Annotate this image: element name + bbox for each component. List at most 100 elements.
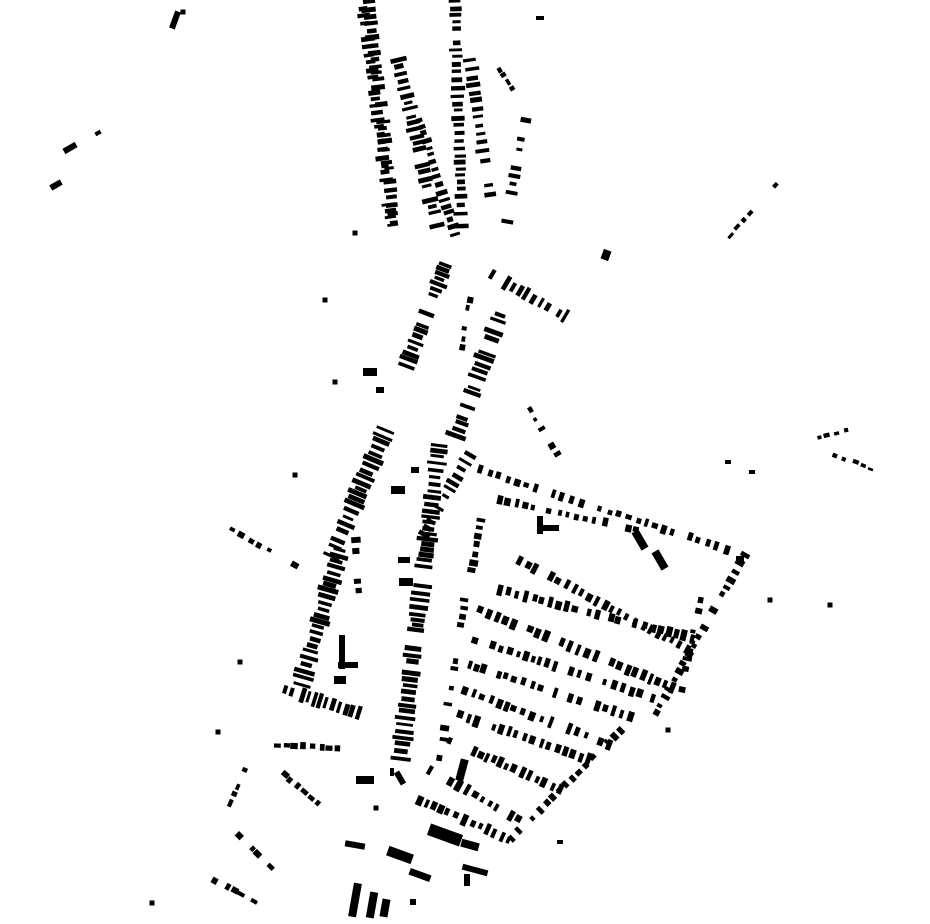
building	[546, 716, 555, 729]
building	[252, 848, 263, 859]
building	[445, 477, 460, 489]
building	[545, 507, 552, 515]
building	[330, 535, 346, 546]
building	[368, 64, 382, 70]
building	[646, 673, 655, 686]
building	[513, 813, 523, 824]
building	[431, 173, 441, 180]
building	[347, 493, 366, 505]
building	[451, 425, 467, 435]
building	[468, 559, 479, 567]
building	[565, 511, 570, 518]
building	[250, 897, 259, 905]
building	[419, 546, 435, 554]
building	[502, 701, 511, 713]
building	[273, 743, 281, 748]
building	[521, 501, 530, 510]
building	[394, 728, 414, 736]
building	[496, 494, 504, 505]
building	[487, 469, 494, 478]
building	[557, 509, 563, 517]
building	[538, 738, 546, 749]
building	[465, 304, 470, 311]
building	[487, 800, 494, 808]
building	[470, 688, 478, 698]
building	[425, 517, 436, 526]
building	[445, 776, 456, 787]
building	[376, 119, 391, 125]
building	[623, 664, 633, 677]
building	[508, 85, 516, 92]
building	[684, 647, 694, 654]
building	[452, 101, 463, 107]
building	[470, 790, 480, 800]
building	[431, 166, 439, 173]
building	[690, 642, 698, 650]
building	[502, 671, 509, 680]
building	[310, 691, 319, 708]
building	[532, 593, 539, 603]
building	[529, 562, 540, 575]
building	[334, 745, 341, 752]
building	[476, 139, 488, 145]
building	[428, 474, 441, 480]
building	[664, 625, 674, 638]
building	[385, 202, 398, 209]
building	[427, 158, 437, 166]
building	[530, 655, 537, 663]
building	[679, 629, 688, 642]
building	[422, 493, 442, 501]
building	[574, 644, 582, 656]
building	[477, 822, 484, 830]
building	[390, 55, 408, 65]
building	[526, 624, 535, 634]
building	[483, 752, 491, 763]
building	[565, 722, 574, 735]
building	[385, 194, 398, 200]
building	[471, 366, 489, 376]
building	[283, 743, 291, 748]
building	[479, 157, 491, 164]
building	[484, 182, 494, 188]
building	[427, 489, 442, 494]
building	[370, 96, 381, 102]
building	[450, 665, 459, 672]
building	[413, 325, 429, 336]
building	[347, 487, 368, 500]
building	[309, 636, 322, 644]
building	[433, 503, 445, 513]
building	[452, 26, 462, 31]
building	[490, 754, 498, 764]
building	[554, 600, 563, 611]
building	[380, 159, 393, 166]
building	[392, 734, 414, 742]
building	[736, 556, 744, 564]
building	[416, 535, 439, 543]
building	[507, 834, 516, 843]
building	[377, 132, 391, 138]
building	[317, 600, 333, 608]
building	[406, 658, 419, 665]
building	[352, 230, 358, 236]
building	[727, 232, 735, 240]
building	[397, 77, 409, 85]
building	[236, 530, 246, 540]
building	[404, 644, 422, 653]
building	[593, 609, 602, 621]
building	[352, 547, 360, 555]
building	[472, 352, 495, 364]
building	[422, 523, 433, 533]
building	[396, 722, 414, 727]
building	[332, 379, 338, 385]
building	[451, 61, 461, 68]
building	[494, 311, 506, 319]
building	[449, 48, 463, 52]
building	[553, 450, 562, 458]
building	[653, 676, 662, 687]
building	[459, 597, 469, 603]
building	[508, 282, 518, 293]
building	[852, 458, 860, 465]
building	[484, 191, 497, 198]
building	[537, 516, 543, 534]
building	[505, 475, 512, 484]
